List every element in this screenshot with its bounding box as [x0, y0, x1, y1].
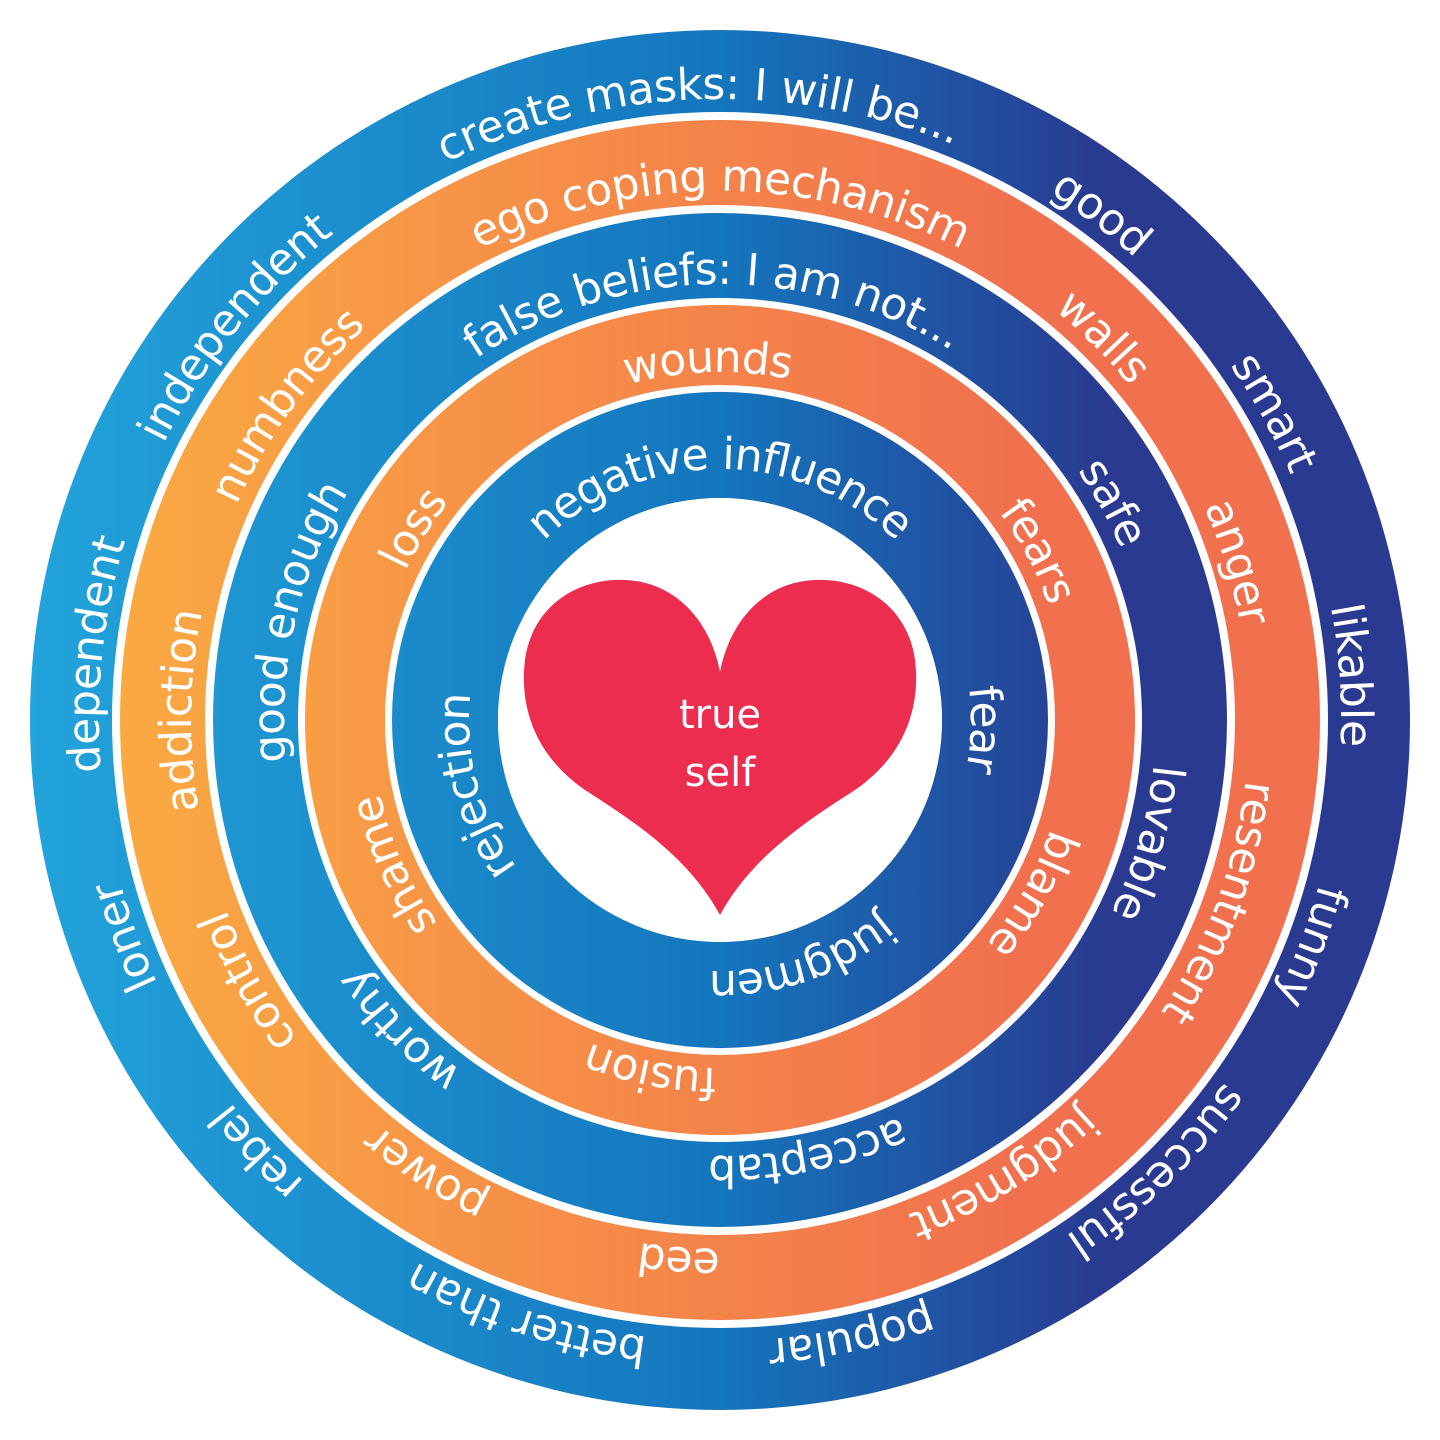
- true-self-heart: true self: [523, 579, 917, 915]
- ring-label-text: fear: [955, 683, 1011, 779]
- ring-label-wounds: wounds: [618, 332, 797, 395]
- heart-label-line2: self: [685, 750, 757, 796]
- heart-icon: [523, 579, 917, 915]
- ring-negative-influence: [391, 391, 1049, 1049]
- ring-label-negative-influence: fear: [955, 683, 1011, 779]
- heart-label-line1: true: [679, 692, 761, 738]
- ring-label-text: wounds: [618, 332, 797, 395]
